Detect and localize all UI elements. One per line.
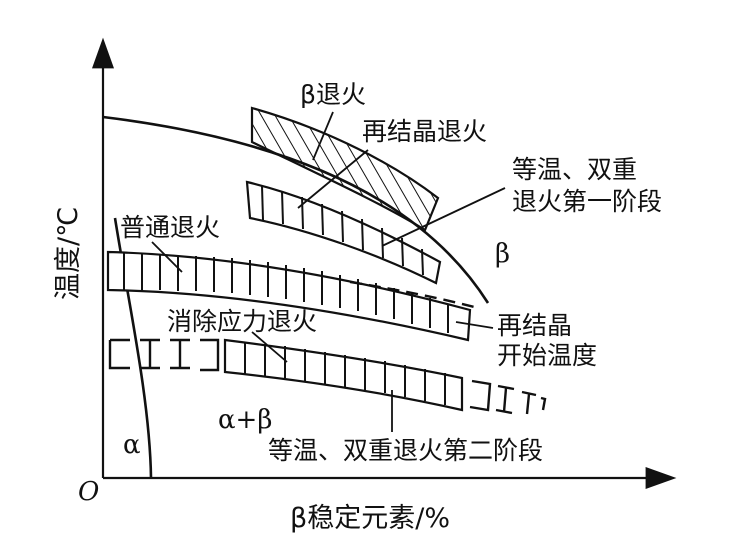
- stress-relief-anneal-label: 消除应力退火: [167, 307, 317, 336]
- recrystallization-anneal-label: 再结晶退火: [362, 117, 487, 146]
- normal-anneal-label: 普通退火: [120, 213, 220, 242]
- alpha-beta-phase-label: α+β: [218, 405, 272, 435]
- leader-normal-anneal: [151, 241, 183, 273]
- normal-anneal-band: [106, 250, 472, 342]
- stress-relief-band-dashed-left: [108, 338, 220, 372]
- beta-anneal-label: β退火: [300, 80, 366, 109]
- leader-stress-relief: [251, 331, 288, 363]
- origin-label: O: [78, 477, 99, 507]
- stress-relief-band-dashed-right: [469, 379, 547, 415]
- stress-relief-anneal-band-ticks: [244, 342, 446, 405]
- isothermal-stage1-label-line2: 退火第一阶段: [512, 187, 662, 216]
- alpha-boundary-curve: [113, 217, 153, 479]
- alpha-phase-label: α: [123, 430, 141, 460]
- leader-beta-anneal: [312, 111, 334, 161]
- isothermal-stage2-label: 等温、双重退火第二阶段: [268, 436, 543, 465]
- stress-relief-anneal-band: [223, 338, 464, 412]
- beta-phase-label: β: [495, 239, 510, 269]
- isothermal-stage1-label-line1: 等温、双重: [512, 155, 637, 184]
- y-axis-label: 温度/℃: [53, 207, 84, 300]
- recryst-start-label-line2: 开始温度: [497, 341, 597, 370]
- recrystallization-anneal-band-ticks: [261, 185, 424, 276]
- recryst-start-label-line1: 再结晶: [497, 311, 572, 340]
- normal-anneal-band-ticks: [123, 253, 449, 333]
- leader-recryst-start: [455, 321, 494, 329]
- leader-recryst-anneal: [297, 149, 369, 209]
- x-axis-label: β稳定元素/%: [290, 503, 450, 534]
- recrystallization-start-curve: [349, 280, 479, 310]
- leader-isothermal-stage1: [381, 187, 506, 247]
